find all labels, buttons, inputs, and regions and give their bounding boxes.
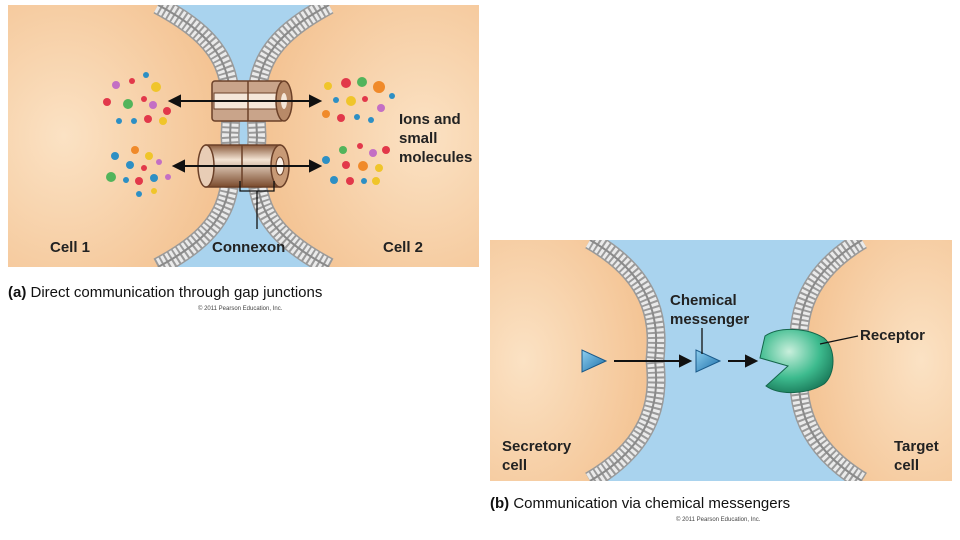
cell-1-body: [8, 5, 231, 267]
caption-a-text: Direct communication through gap junctio…: [30, 284, 323, 301]
copyright-a: © 2011 Pearson Education, Inc.: [198, 306, 283, 312]
chemical-messenger-label: Chemical messenger: [670, 291, 749, 329]
ions-label: Ions and small molecules: [399, 110, 472, 167]
flow-arrows: [167, 94, 323, 173]
target-cell-line-1: Target: [894, 438, 939, 455]
messenger-molecule-extracellular: [695, 349, 722, 373]
ion-particles-cell-2: [322, 77, 395, 185]
target-cell-body: [798, 240, 952, 481]
messenger-arrow-2: [728, 354, 759, 368]
caption-a-letter: (a): [8, 284, 27, 301]
ions-label-line-1: Ions and: [399, 111, 461, 128]
caption-b: (b) Communication via chemical messenger…: [490, 495, 790, 512]
secretory-cell-line-1: Secretory: [502, 438, 572, 455]
target-cell-line-2: cell: [894, 457, 920, 474]
cell-1-label: Cell 1: [50, 239, 91, 256]
ions-label-line-3: molecules: [399, 149, 473, 166]
copyright-b: © 2011 Pearson Education, Inc.: [676, 517, 761, 523]
cell-2-body: [256, 5, 479, 267]
chemical-messenger-line-2: messenger: [670, 311, 750, 328]
messenger-arrow-1: [614, 354, 693, 368]
target-cell-label: Target cell: [894, 437, 939, 475]
messenger-molecule-secretory: [581, 349, 608, 373]
receptor: [759, 328, 834, 394]
caption-b-letter: (b): [490, 495, 510, 512]
panel-a-diagram: [8, 5, 479, 267]
gap-junction-illustration: [8, 5, 479, 267]
panel-b-diagram: [490, 240, 952, 481]
cell-2-label: Cell 2: [383, 239, 424, 256]
secretory-cell-label: Secretory cell: [502, 437, 571, 475]
secretory-cell-body: [490, 240, 657, 481]
ion-particles-cell-1: [103, 72, 171, 197]
ions-label-line-2: small: [399, 130, 438, 147]
chemical-messenger-illustration: [490, 240, 952, 481]
secretory-cell-line-2: cell: [502, 457, 528, 474]
connexon-label: Connexon: [212, 239, 286, 256]
receptor-leader: [819, 335, 859, 345]
receptor-label: Receptor: [860, 327, 926, 344]
caption-b-text: Communication via chemical messengers: [513, 495, 791, 512]
caption-a: (a) Direct communication through gap jun…: [8, 284, 322, 301]
chemical-messenger-line-1: Chemical: [670, 292, 737, 309]
